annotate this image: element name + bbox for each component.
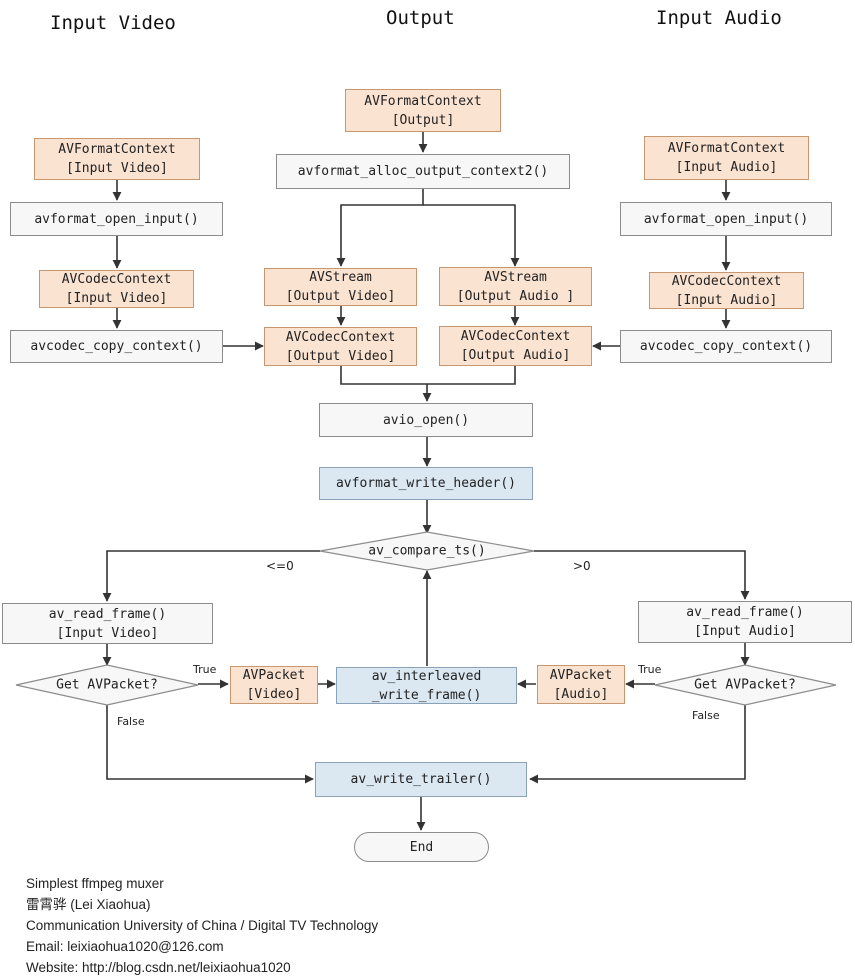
output-audio-codec-context-box: AVCodecContext[Output Audio] <box>439 326 592 366</box>
credits-block: Simplest ffmpeg muxer 雷霄骅 (Lei Xiaohua) … <box>26 873 378 978</box>
input-video-codec-context-box: AVCodecContext[Input Video] <box>39 270 194 308</box>
credits-affiliation: Communication University of China / Digi… <box>26 918 379 933</box>
audio-copy-context-box: avcodec_copy_context() <box>620 330 832 363</box>
output-format-context-box: AVFormatContext[Output] <box>345 89 501 132</box>
video-false-label: False <box>117 715 145 728</box>
input-audio-codec-context-box: AVCodecContext[Input Audio] <box>649 272 804 309</box>
header-input-audio: Input Audio <box>656 7 782 29</box>
video-read-frame-box: av_read_frame()[Input Video] <box>2 603 213 644</box>
output-video-codec-context-box: AVCodecContext[Output Video] <box>264 327 417 366</box>
get-packet-video-diamond <box>15 664 199 706</box>
output-video-stream-box: AVStream[Output Video] <box>264 268 417 306</box>
output-audio-stream-box: AVStream[Output Audio ] <box>439 267 592 306</box>
input-audio-format-context-box: AVFormatContext[Input Audio] <box>644 136 809 180</box>
interleaved-write-frame-box: av_interleaved_write_frame() <box>336 667 517 704</box>
credits-website: Website: http://blog.csdn.net/leixiaohua… <box>26 960 291 975</box>
video-open-input-box: avformat_open_input() <box>10 202 223 236</box>
video-packet-box: AVPacket[Video] <box>230 666 318 704</box>
credits-author: 雷霄骅 (Lei Xiaohua) <box>26 897 151 912</box>
header-output: Output <box>386 7 455 29</box>
write-trailer-box: av_write_trailer() <box>315 762 527 797</box>
compare-ts-diamond <box>319 531 535 571</box>
audio-true-label: True <box>638 663 662 676</box>
audio-read-frame-box: av_read_frame()[Input Audio] <box>638 601 852 643</box>
credits-title: Simplest ffmpeg muxer <box>26 876 164 891</box>
alloc-output-context-box: avformat_alloc_output_context2() <box>276 154 570 189</box>
gt0-label: >0 <box>573 559 591 573</box>
audio-get-packet-label: Get AVPacket? <box>694 677 796 693</box>
video-copy-context-box: avcodec_copy_context() <box>10 330 223 363</box>
audio-open-input-box: avformat_open_input() <box>620 202 832 236</box>
end-terminal: End <box>354 832 489 862</box>
get-packet-audio-diamond <box>654 664 837 706</box>
video-get-packet-label: Get AVPacket? <box>56 677 158 693</box>
input-video-format-context-box: AVFormatContext[Input Video] <box>34 138 200 180</box>
compare-ts-label: av_compare_ts() <box>368 543 486 559</box>
avio-open-box: avio_open() <box>319 403 533 437</box>
header-input-video: Input Video <box>50 12 176 34</box>
write-header-box: avformat_write_header() <box>319 467 533 500</box>
audio-false-label: False <box>692 709 720 722</box>
le0-label: <=0 <box>266 559 294 573</box>
audio-packet-box: AVPacket[Audio] <box>537 665 625 704</box>
credits-email: Email: leixiaohua1020@126.com <box>26 939 224 954</box>
video-true-label: True <box>193 663 217 676</box>
